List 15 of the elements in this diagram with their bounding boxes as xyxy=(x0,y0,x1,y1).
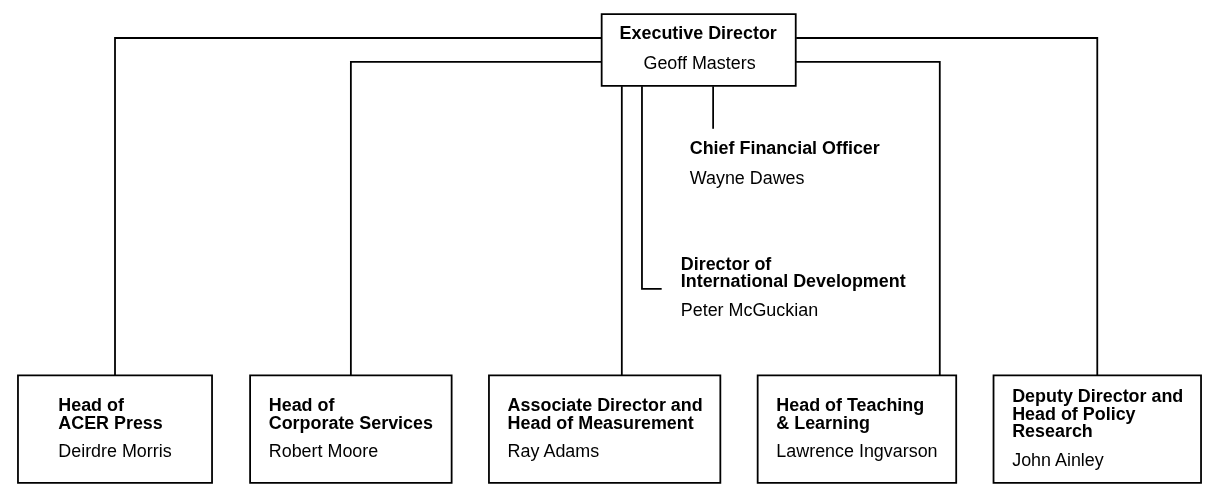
node-box: Deputy Director and Head of Policy Research John Ainley xyxy=(992,374,1202,484)
connector xyxy=(620,85,623,377)
connector xyxy=(640,85,663,290)
node-text: Chief Financial Officer Wayne Dawes xyxy=(689,137,880,188)
connector xyxy=(113,37,603,377)
node-box: Head of ACER Press Deirdre Morris xyxy=(16,374,213,484)
node-box: Head of Teaching & Learning Lawrence Ingvarson xyxy=(756,374,957,484)
connector xyxy=(794,37,1098,377)
node-box: Head of Corporate Services Robert Moore xyxy=(248,374,453,484)
connector xyxy=(794,61,941,377)
node-box: Executive Director Geoff Masters xyxy=(600,13,797,87)
node-text: Director of International Development Peter McGuckian xyxy=(680,253,906,320)
connector xyxy=(349,61,602,377)
connector xyxy=(711,85,714,130)
node-box: Associate Director and Head of Measurement Ray Adams xyxy=(487,374,721,484)
